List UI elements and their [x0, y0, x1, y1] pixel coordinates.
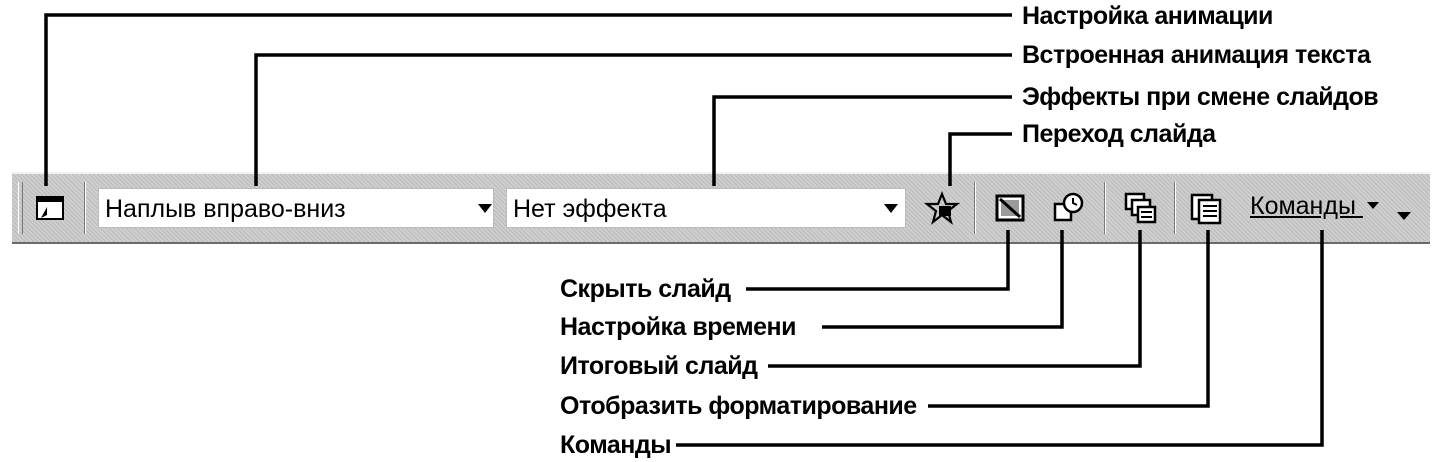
transition-effect-dropdown[interactable]: [878, 188, 904, 228]
callout-custom-animation: Настройка анимации: [1022, 2, 1273, 30]
callout-transition-effects: Эффекты при смене слайдов: [1022, 83, 1379, 111]
transition-effect-combo[interactable]: Нет эффекта: [506, 188, 906, 228]
toolbar-overflow-button[interactable]: [1384, 188, 1414, 228]
toolbar-grip[interactable]: [18, 182, 23, 234]
chevron-down-icon: [1366, 202, 1379, 209]
text-animation-dropdown[interactable]: [472, 188, 498, 228]
chevron-down-icon: [478, 204, 492, 213]
animation-effects-toolbar: Наплыв вправо-вниз Нет эффекта: [12, 172, 1430, 244]
hide-slide-icon: [995, 194, 1025, 222]
callout-text-animation: Встроенная анимация текста: [1022, 41, 1371, 69]
callout-hide-slide: Скрыть слайд: [560, 275, 731, 303]
text-animation-value: Наплыв вправо-вниз: [105, 195, 346, 223]
custom-animation-button[interactable]: [30, 188, 70, 228]
callout-show-formatting: Отобразить форматирование: [560, 392, 917, 420]
callout-slide-transition: Переход слайда: [1022, 120, 1216, 148]
transition-effect-value: Нет эффекта: [513, 195, 667, 223]
chevron-down-icon: [884, 204, 898, 213]
toolbar-separator: [1104, 182, 1106, 234]
show-formatting-icon: [1190, 193, 1222, 225]
callout-commands: Команды: [560, 431, 672, 459]
toolbar-separator: [974, 182, 976, 234]
summary-slide-button[interactable]: [1120, 188, 1160, 228]
leader-custom-animation: [44, 13, 1012, 186]
hide-slide-button[interactable]: [990, 188, 1030, 228]
leader-summary-slide: [768, 230, 1142, 368]
callout-summary-slide: Итоговый слайд: [560, 352, 758, 380]
commands-menu[interactable]: Команды: [1250, 192, 1383, 220]
leader-show-formatting: [928, 230, 1210, 408]
rehearse-timings-button[interactable]: [1048, 188, 1088, 228]
toolbar-overflow-icon: [1397, 212, 1411, 220]
slide-transition-button[interactable]: [922, 188, 962, 228]
animation-settings-icon: [36, 196, 64, 220]
callout-rehearse-timings: Настройка времени: [560, 313, 796, 341]
text-animation-combo[interactable]: Наплыв вправо-вниз: [98, 188, 494, 228]
summary-slide-icon: [1124, 192, 1157, 224]
toolbar-separator: [84, 182, 86, 234]
toolbar-separator: [1174, 182, 1176, 234]
leader-text-animation: [254, 53, 1012, 186]
leader-rehearse-timings: [822, 230, 1064, 329]
timings-clock-icon: [1053, 192, 1084, 222]
transition-star-icon: [923, 191, 961, 225]
commands-menu-label: Команды: [1250, 192, 1356, 220]
show-formatting-button[interactable]: [1186, 188, 1226, 228]
